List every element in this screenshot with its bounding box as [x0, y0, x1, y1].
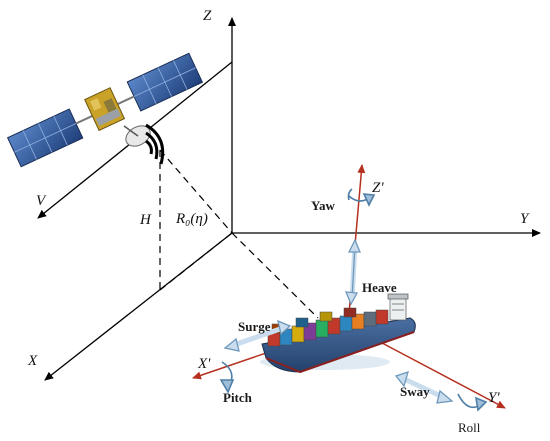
radar-signal-icon — [145, 123, 165, 165]
surge-arrow — [223, 319, 292, 352]
container-ship-icon — [260, 293, 416, 374]
heave-label: Heave — [362, 280, 397, 295]
slant-range-line — [159, 149, 233, 234]
ground-projection-line — [159, 232, 233, 291]
y-axis-label: Y — [520, 211, 530, 227]
sway-label: Sway — [400, 384, 430, 399]
surge-label: Surge — [238, 319, 271, 334]
pitch-rotation-arrow — [219, 361, 235, 394]
roll-label: Roll — [458, 420, 481, 435]
range-label: R₀(η) — [175, 211, 208, 227]
satellite-icon — [6, 52, 204, 168]
v-axis-label: V — [36, 193, 47, 209]
pitch-label: Pitch — [223, 390, 253, 405]
ship-x-axis-label: X' — [197, 356, 211, 372]
x-axis-label: X — [27, 353, 38, 369]
yaw-rotation-arrow — [347, 188, 376, 207]
height-label: H — [139, 212, 152, 228]
ship-y-axis-label: Y' — [488, 390, 500, 406]
line-of-sight — [231, 232, 319, 319]
sway-arrow — [394, 370, 454, 404]
z-axis-label: Z — [203, 8, 212, 24]
yaw-label: Yaw — [311, 198, 335, 213]
roll-rotation-arrow — [457, 393, 488, 412]
ship-z-axis-label: Z' — [372, 180, 384, 196]
heave-arrow — [344, 238, 361, 306]
